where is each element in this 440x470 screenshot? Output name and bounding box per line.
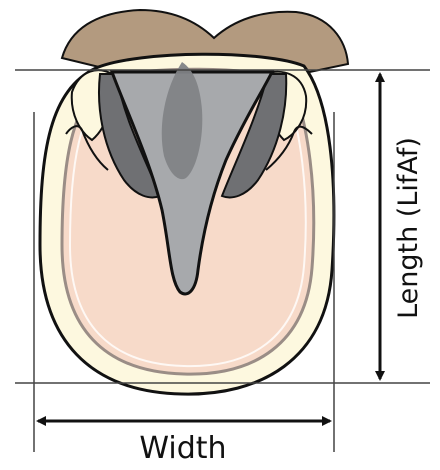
width-label: Width: [139, 431, 226, 466]
length-label: Length (LifAf): [393, 137, 424, 319]
